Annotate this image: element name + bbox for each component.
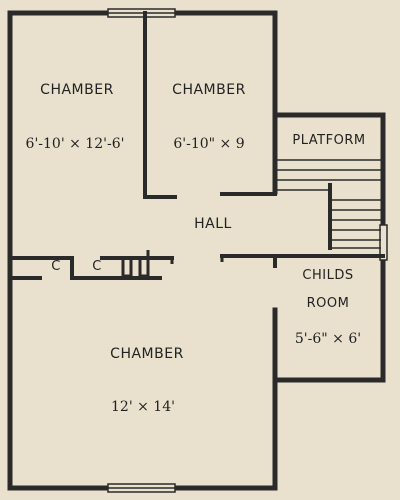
childs-room-label-line1: CHILDS (302, 268, 354, 283)
closet-left-label: C (51, 259, 61, 274)
closet-fixtures (121, 250, 150, 278)
chamber-main-label: CHAMBER (110, 346, 184, 362)
door-marks (170, 256, 224, 264)
top-window (107, 8, 176, 18)
childs-room-label-line2: ROOM (306, 296, 350, 311)
childs-room-dimensions: 5'-6" × 6' (294, 331, 362, 347)
platform-label: PLATFORM (292, 133, 366, 148)
side-window (379, 224, 388, 261)
bottom-window (107, 483, 176, 493)
chamber-ne-label: CHAMBER (172, 82, 246, 98)
closet-right-label: C (92, 259, 102, 274)
chamber-main-dimensions: 12' × 14' (111, 399, 175, 415)
interior-walls (8, 11, 385, 382)
hall-label: HALL (194, 216, 232, 232)
chamber-ne-dimensions: 6'-10" × 9 (173, 136, 245, 152)
chamber-nw-label: CHAMBER (40, 82, 114, 98)
stairs (277, 159, 381, 249)
chamber-nw-dimensions: 6'-10' × 12'-6' (25, 136, 125, 152)
